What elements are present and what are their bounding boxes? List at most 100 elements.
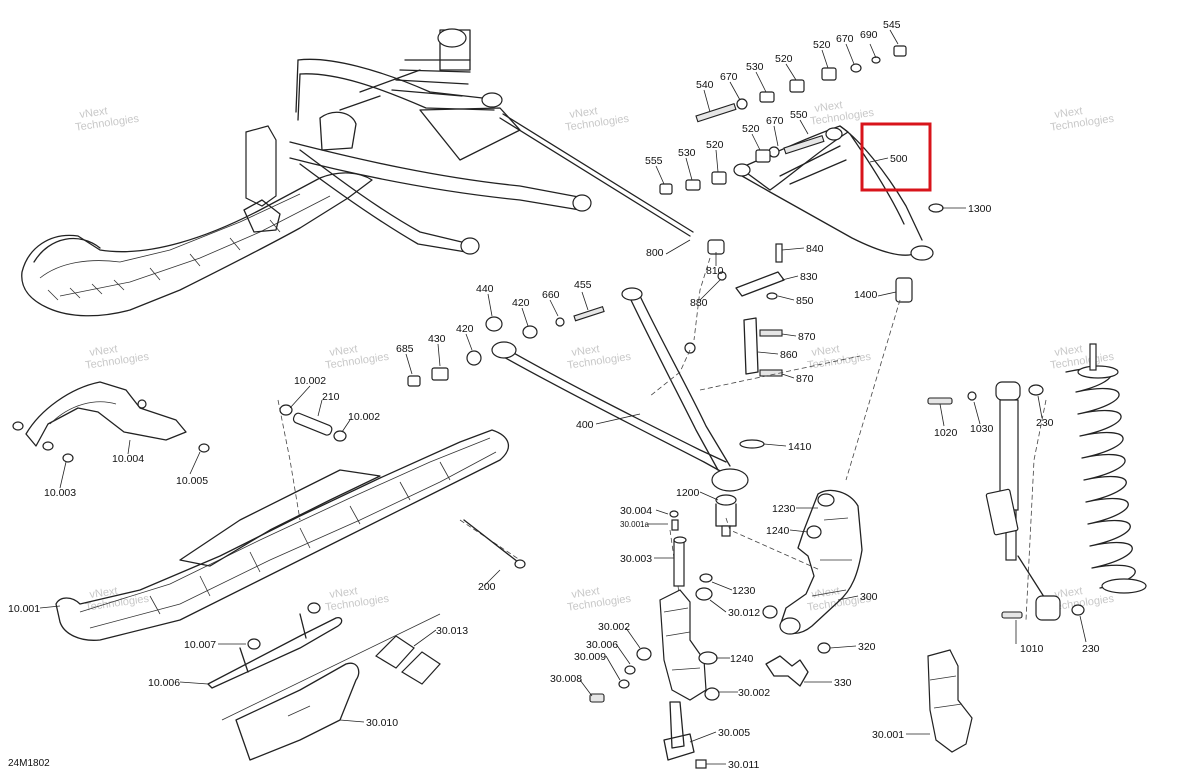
callout-label: 540	[696, 79, 714, 91]
callout-label: 30.002	[598, 621, 630, 633]
callout-label: 430	[428, 333, 446, 345]
callout-label: 860	[780, 349, 798, 361]
callout-label: 440	[476, 283, 494, 295]
shock-absorber-group	[927, 343, 1147, 621]
callout-label: 10.002	[348, 411, 380, 423]
callout-label: 10.006	[148, 677, 180, 689]
callout-label: 1240	[730, 653, 754, 665]
callout-label: 30.001	[872, 729, 904, 741]
callout-label: 30.002	[738, 687, 770, 699]
svg-text:vNext: vNext	[1054, 343, 1084, 359]
callout-label: 1020	[934, 427, 958, 439]
callout-label: 840	[806, 243, 824, 255]
svg-text:vNext: vNext	[329, 585, 359, 601]
callout-label: 520	[775, 53, 793, 65]
callout-label: 30.008	[550, 673, 582, 685]
callout-label: 1400	[854, 289, 878, 301]
callout-label: 30.001a	[620, 520, 649, 529]
svg-text:vNext: vNext	[814, 99, 844, 115]
callout-label: 330	[834, 677, 852, 689]
callout-label-highlighted: 500	[890, 153, 908, 165]
callout-label: 400	[576, 419, 594, 431]
ski-handle-group	[12, 381, 210, 463]
callout-label: 1240	[766, 525, 790, 537]
leader-lines	[39, 29, 1087, 765]
callout-label: 555	[645, 155, 663, 167]
dashed-assembly-lines	[277, 257, 1047, 621]
assembled-ski-suspension	[21, 28, 694, 317]
callout-label: 10.002	[294, 375, 326, 387]
callout-label: 30.003	[620, 553, 652, 565]
callout-label: 870	[798, 331, 816, 343]
callout-label: 10.004	[112, 453, 144, 465]
callout-label: 880	[690, 297, 708, 309]
spindle-center	[589, 510, 720, 769]
callout-label: 810	[706, 265, 724, 277]
callout-label: 670	[836, 33, 854, 45]
callout-label: 10.005	[176, 475, 208, 487]
callout-label: 420	[512, 297, 530, 309]
ski-group	[55, 404, 526, 761]
callout-label: 1030	[970, 423, 994, 435]
callout-label: 670	[720, 71, 738, 83]
callout-label: 1230	[732, 585, 756, 597]
callout-label: 30.012	[728, 607, 760, 619]
highlight-box-500	[860, 122, 932, 192]
svg-text:vNext: vNext	[329, 343, 359, 359]
callout-label: 690	[860, 29, 878, 41]
callout-label: 455	[574, 279, 592, 291]
callout-label: 230	[1036, 417, 1054, 429]
callout-label: 10.001	[8, 603, 40, 615]
lower-a-arm-group	[407, 287, 765, 537]
callout-label: 30.009	[574, 651, 606, 663]
upper-a-arm-group	[659, 45, 944, 377]
callout-labels: 545 690 520 670 520 530 670 540 550 670 …	[8, 19, 1100, 771]
callout-label: 30.011	[728, 759, 759, 771]
callout-label: 210	[322, 391, 340, 403]
callout-label: 30.006	[586, 639, 618, 651]
callout-label: 530	[678, 147, 696, 159]
callout-label: 660	[542, 289, 560, 301]
callout-label: 230	[1082, 643, 1100, 655]
diagram-id: 24M1802	[8, 758, 50, 769]
spindle-right	[762, 489, 863, 687]
callout-label: 550	[790, 109, 808, 121]
callout-label: 200	[478, 581, 496, 593]
svg-text:vNext: vNext	[571, 585, 601, 601]
svg-text:vNext: vNext	[79, 105, 109, 121]
svg-text:vNext: vNext	[571, 343, 601, 359]
callout-label: 520	[742, 123, 760, 135]
callout-label: 30.010	[366, 717, 398, 729]
callout-label: 530	[746, 61, 764, 73]
callout-label: 1410	[788, 441, 812, 453]
callout-label: 30.004	[620, 505, 652, 517]
callout-label: 320	[858, 641, 876, 653]
callout-label: 800	[646, 247, 664, 259]
svg-text:vNext: vNext	[569, 105, 599, 121]
svg-text:vNext: vNext	[811, 585, 841, 601]
callout-label: 520	[706, 139, 724, 151]
callout-label: 850	[796, 295, 814, 307]
svg-text:vNext: vNext	[1054, 585, 1084, 601]
callout-label: 420	[456, 323, 474, 335]
callout-label: 830	[800, 271, 818, 283]
callout-label: 670	[766, 115, 784, 127]
callout-label: 1300	[968, 203, 992, 215]
callout-label: 30.013	[436, 625, 468, 637]
svg-text:vNext: vNext	[89, 343, 119, 359]
callout-label: 300	[860, 591, 878, 603]
callout-label: 10.003	[44, 487, 76, 499]
callout-label: 30.005	[718, 727, 750, 739]
callout-label: 1010	[1020, 643, 1044, 655]
callout-label: 685	[396, 343, 414, 355]
knuckle-assembly	[927, 649, 973, 753]
svg-text:vNext: vNext	[1054, 105, 1084, 121]
svg-text:vNext: vNext	[811, 343, 841, 359]
callout-label: 545	[883, 19, 901, 31]
callout-label: 870	[796, 373, 814, 385]
callout-label: 1200	[676, 487, 700, 499]
callout-label: 10.007	[184, 639, 216, 651]
